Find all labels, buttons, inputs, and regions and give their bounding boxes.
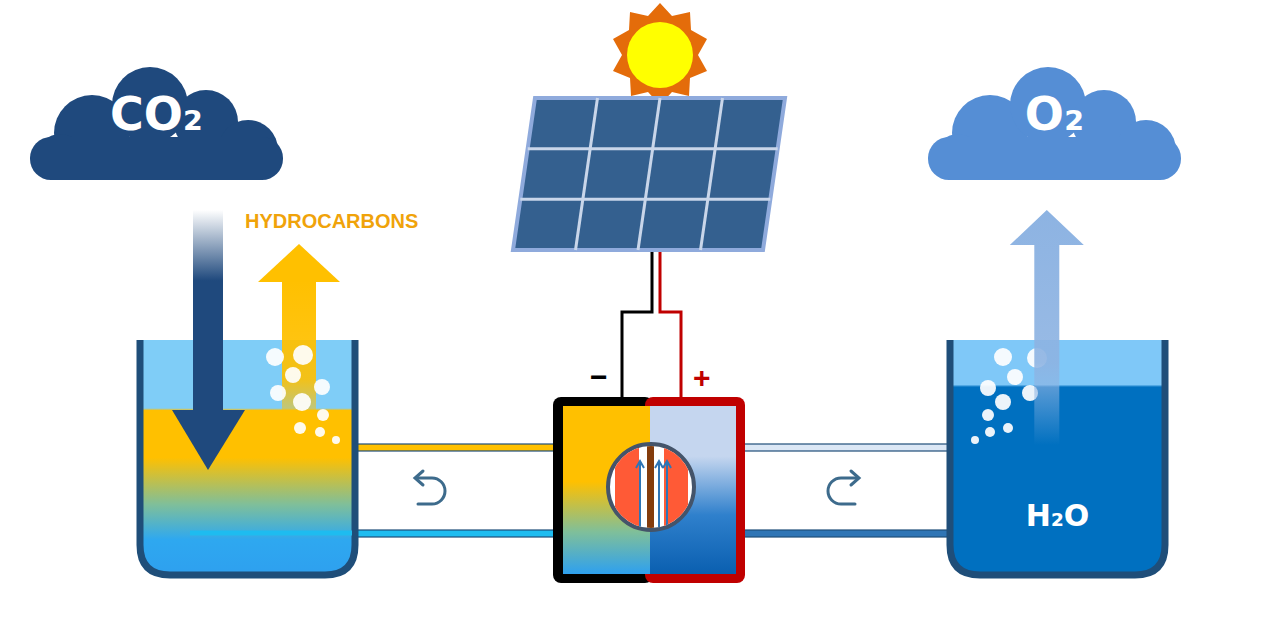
- water-beaker: H₂O: [950, 340, 1165, 575]
- o2-cloud: O₂: [928, 65, 1181, 180]
- flow-arrow: [1010, 210, 1084, 445]
- sun: [613, 3, 707, 105]
- positive-terminal: +: [693, 361, 711, 395]
- negative-terminal: −: [590, 360, 608, 394]
- positive-wire: [660, 252, 681, 397]
- co2-cloud: CO₂: [30, 65, 283, 180]
- solar-panel: [513, 98, 785, 250]
- node-label: CO₂: [110, 87, 203, 141]
- co2-inflow-arrow: [172, 210, 245, 470]
- negative-wire: [622, 252, 652, 397]
- electrolyzer-cell: [553, 397, 745, 583]
- hydrocarbons-outflow-arrow: [258, 244, 340, 445]
- node-label: O₂: [1025, 87, 1084, 141]
- left-beaker: [140, 340, 355, 575]
- circulation-arrow: [415, 471, 859, 504]
- product-label: HYDROCARBONS: [245, 210, 418, 233]
- node-label: H₂O: [1026, 498, 1090, 533]
